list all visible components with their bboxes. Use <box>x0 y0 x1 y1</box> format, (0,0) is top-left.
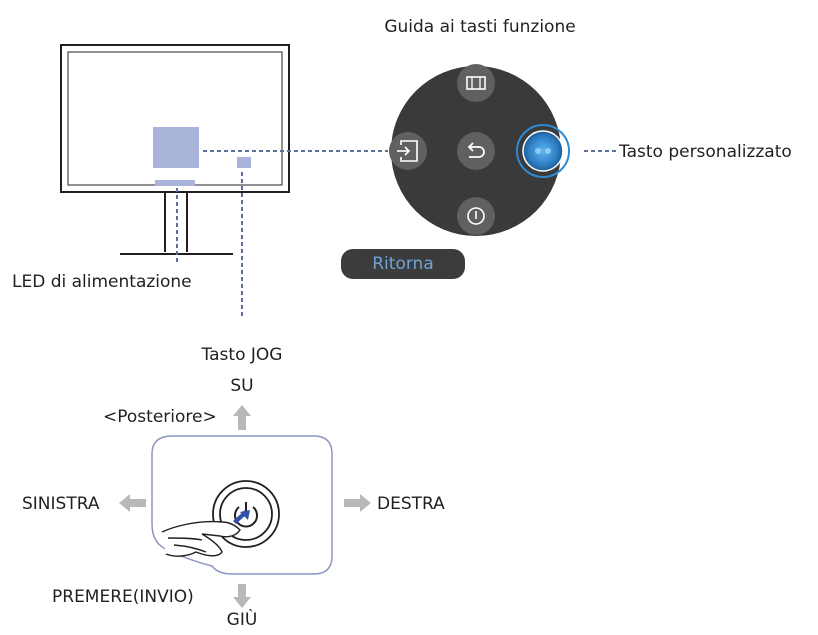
led-highlight <box>153 127 199 168</box>
picture-mode-button[interactable] <box>457 64 495 102</box>
power-icon <box>467 207 485 225</box>
return-center-button[interactable] <box>457 132 495 170</box>
return-icon <box>467 142 485 158</box>
down-label: GIÙ <box>226 610 258 630</box>
jog-control <box>151 435 333 575</box>
monitor <box>60 44 290 255</box>
arrow-left-icon <box>119 494 146 512</box>
custom-key-button[interactable] <box>522 130 564 172</box>
up-label: SU <box>230 376 254 396</box>
connector-lines <box>176 150 616 318</box>
direction-arrows <box>119 405 371 608</box>
guide-title: Guida ai tasti funzione <box>384 17 576 37</box>
picture-mode-icon <box>466 76 486 90</box>
arrow-down-icon <box>233 584 251 608</box>
jog-key-label: Tasto JOG <box>201 345 283 365</box>
custom-key-icon <box>535 148 551 154</box>
back-label: <Posteriore> <box>103 407 217 427</box>
custom-key-label: Tasto personalizzato <box>619 142 792 162</box>
power-led-label: LED di alimentazione <box>12 272 192 292</box>
jog-key-highlight <box>237 157 251 168</box>
arrow-right-icon <box>344 494 371 512</box>
source-input-icon <box>397 140 418 162</box>
left-label: SINISTRA <box>22 494 100 514</box>
press-label: PREMERE(INVIO) <box>52 587 194 607</box>
right-label: DESTRA <box>377 494 445 514</box>
function-key-guide <box>389 64 570 236</box>
arrow-up-icon <box>233 405 251 430</box>
return-button[interactable]: Ritorna <box>341 249 465 279</box>
finger-pressing-hand <box>161 520 241 557</box>
